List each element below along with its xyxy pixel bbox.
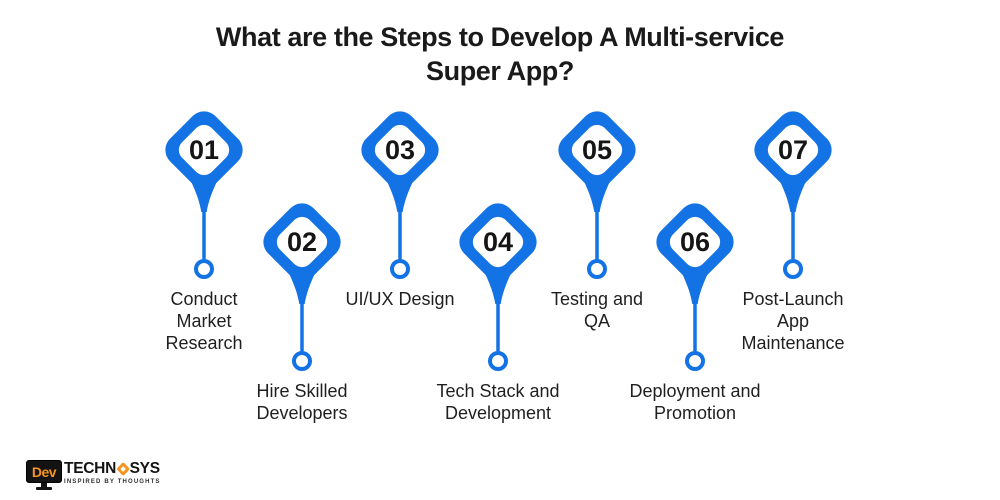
step-item-1: 01 Conduct Market Research (119, 100, 289, 354)
pin-diamond-inner (178, 124, 230, 176)
step-item-4: 04 Tech Stack and Development (413, 192, 583, 424)
step-label: Deployment and Promotion (629, 381, 761, 423)
pin-diamond-inner (571, 124, 623, 176)
step-label: Testing and QA (550, 289, 644, 331)
step-number: 03 (385, 135, 415, 165)
step-number: 07 (778, 135, 808, 165)
step-number: 06 (680, 227, 710, 257)
pin-end-circle (390, 259, 410, 279)
step-item-3: 03 UI/UX Design (315, 100, 485, 310)
step-item-6: 06 Deployment and Promotion (610, 192, 780, 424)
step-pin-2: 02 (263, 203, 341, 371)
pin-end-circle (292, 351, 312, 371)
pin-end-circle (194, 259, 214, 279)
step-pin-1: 01 (165, 111, 243, 279)
logo-monitor-base (36, 487, 52, 490)
step-label: Conduct Market Research (165, 289, 243, 353)
gear-icon (115, 461, 130, 476)
logo-dev-text: Dev (31, 463, 57, 480)
step-item-5: 05 Testing and QA (512, 100, 682, 332)
page-title: What are the Steps to Develop A Multi-se… (215, 22, 785, 86)
logo-sys-text: SYS (129, 460, 160, 477)
step-label: UI/UX Design (345, 289, 455, 309)
step-pin-4: 04 (459, 203, 537, 371)
step-item-7: 07 Post-Launch App Maintenance (708, 100, 878, 354)
brand-name: TECHN SYS (64, 460, 160, 477)
pin-end-circle (587, 259, 607, 279)
monitor-icon: Dev (26, 460, 62, 490)
step-pin-7: 07 (754, 111, 832, 279)
step-pin-6: 06 (656, 203, 734, 371)
brand-logo: Dev TECHN SYS INSPIRED BY THOUGHTS (26, 460, 163, 490)
step-label: Hire Skilled Developers (256, 381, 348, 423)
step-pin-5: 05 (558, 111, 636, 279)
step-label: Tech Stack and Development (436, 381, 560, 423)
step-number: 02 (287, 227, 317, 257)
gear-core-icon (120, 465, 126, 472)
step-pin-3: 03 (361, 111, 439, 279)
pin-diamond-inner (669, 216, 721, 268)
pin-diamond-inner (767, 124, 819, 176)
step-number: 04 (483, 227, 513, 257)
logo-monitor-neck (41, 483, 47, 487)
pin-diamond-inner (276, 216, 328, 268)
pin-diamond-inner (472, 216, 524, 268)
step-number: 05 (582, 135, 612, 165)
logo-tagline: INSPIRED BY THOUGHTS (64, 479, 161, 485)
pin-end-circle (783, 259, 803, 279)
logo-monitor-screen: Dev (26, 460, 62, 483)
step-item-2: 02 Hire Skilled Developers (217, 192, 387, 424)
pin-end-circle (685, 351, 705, 371)
step-number: 01 (189, 135, 219, 165)
brand-text-block: TECHN SYS INSPIRED BY THOUGHTS (64, 460, 163, 485)
logo-techn-text: TECHN (64, 460, 117, 477)
pin-end-circle (488, 351, 508, 371)
pin-diamond-inner (374, 124, 426, 176)
step-label: Post-Launch App Maintenance (741, 289, 845, 353)
